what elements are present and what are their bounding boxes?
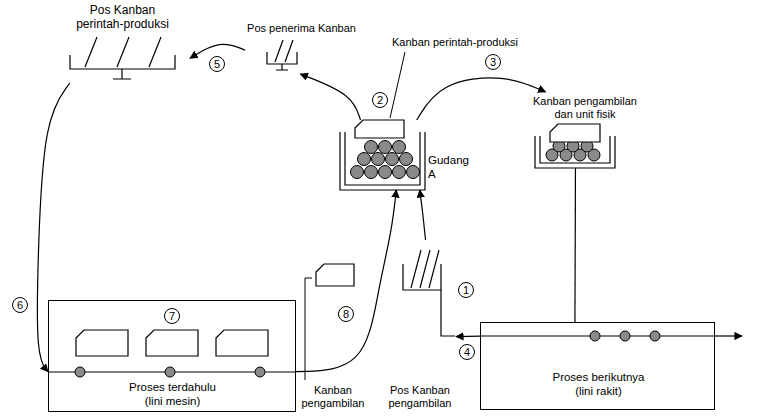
kanban-post: Pos Kanban pengambilan (385, 240, 456, 413)
kanban-card (76, 330, 128, 356)
leader-line (390, 52, 405, 118)
callout-number: 3 (485, 54, 501, 70)
receiving-post-icon (267, 40, 297, 70)
kanban-cards (411, 250, 439, 288)
parts (75, 367, 265, 377)
callout-holder: 3 (485, 54, 501, 70)
parts-bin-icon (535, 124, 615, 168)
flow-arrow (417, 78, 546, 120)
kanban-cards (275, 40, 293, 62)
callout-holder: 7 (164, 308, 180, 324)
part-ball (407, 166, 420, 179)
node-label: Kanban pengambilan dan unit fisik (525, 95, 645, 121)
callout-number: 6 (12, 297, 28, 313)
withdrawal-post-icon (403, 250, 455, 336)
flow-arrow (296, 190, 396, 372)
kanban-cards (76, 330, 268, 356)
part-ball (358, 153, 371, 166)
kanban-tray (403, 264, 441, 290)
kanban-card (550, 124, 600, 142)
node-label: Proses berikutnya (lini rakit) (546, 371, 651, 399)
part-ball (165, 367, 175, 377)
part-label: Kanban perintah-produksi (392, 36, 518, 49)
parts (546, 140, 600, 161)
part-ball (379, 141, 392, 154)
part-ball (372, 153, 385, 166)
kanban-card (355, 120, 404, 138)
callout-number: 2 (372, 92, 388, 108)
part-label: Kanban pengambilan (300, 384, 366, 410)
part-ball (351, 166, 364, 179)
callout-holder: 4 (459, 344, 475, 360)
node-label: Pos Kanban perintah-produksi (65, 3, 180, 32)
machining-line-illustration (48, 330, 296, 377)
part-ball (620, 331, 630, 341)
parts (351, 141, 420, 179)
kanban-card (216, 330, 268, 356)
callout-holder: 6 (12, 297, 28, 313)
store-bin: Gudang A (340, 120, 473, 190)
callout-number: 7 (164, 308, 180, 324)
part-ball (365, 141, 378, 154)
node-label: Proses terdahulu (lini mesin) (120, 381, 225, 409)
callout-holder: 8 (338, 306, 354, 322)
conveyor-exit-arrow (715, 335, 742, 336)
part-ball (393, 166, 406, 179)
flow-arrow (574, 168, 576, 322)
callout-holder: 2 (372, 92, 388, 108)
part-ball (393, 141, 406, 154)
kanban-tray (70, 55, 175, 69)
flow-arrow (37, 83, 70, 372)
withdrawal-kanban-illustration (305, 264, 354, 380)
post-stand (441, 290, 455, 336)
parts-bin: Kanban pengambilan dan unit fisik (525, 92, 646, 168)
callout-number: 5 (209, 56, 225, 72)
callout-number: 4 (459, 344, 475, 360)
callout-holder: 5 (209, 56, 225, 72)
production-kanban-post-icon (70, 37, 175, 79)
node-label: Pos Kanban pengambilan (385, 384, 455, 410)
node-label: Pos penerima Kanban (247, 22, 356, 35)
part-ball (75, 367, 85, 377)
post-stand (276, 64, 288, 70)
flow-arrow (420, 190, 426, 240)
part-ball (400, 153, 413, 166)
part-ball (379, 166, 392, 179)
callout-number: 8 (338, 306, 354, 322)
part-ball (590, 331, 600, 341)
post-stand (113, 69, 131, 79)
bin-walls (340, 132, 425, 190)
leader-line (305, 278, 312, 380)
part-ball (650, 331, 660, 341)
label-holder: Kanban pengambilan (300, 384, 366, 410)
flow-arrow (456, 335, 480, 337)
store-bin-icon (340, 120, 425, 190)
label-holder: Kanban perintah-produksi (392, 36, 518, 49)
kanban-tray (267, 52, 297, 64)
parts (590, 331, 660, 341)
part-ball (365, 166, 378, 179)
kanban-card (316, 264, 354, 286)
kanban-receiving-post: Pos penerima Kanban (245, 22, 358, 74)
part-ball (386, 153, 399, 166)
kanban-card (146, 330, 198, 356)
part-ball (255, 367, 265, 377)
process-box: Proses berikutnya (lini rakit) (480, 322, 715, 410)
callout-number: 1 (458, 282, 474, 298)
assembly-line-illustration (480, 331, 742, 341)
flow-arrow (300, 74, 360, 120)
kanban-cards (85, 37, 161, 67)
kanban-post: Pos Kanban perintah-produksi (55, 3, 190, 83)
node-label: Gudang A (428, 154, 472, 182)
callout-holder: 1 (458, 282, 474, 298)
